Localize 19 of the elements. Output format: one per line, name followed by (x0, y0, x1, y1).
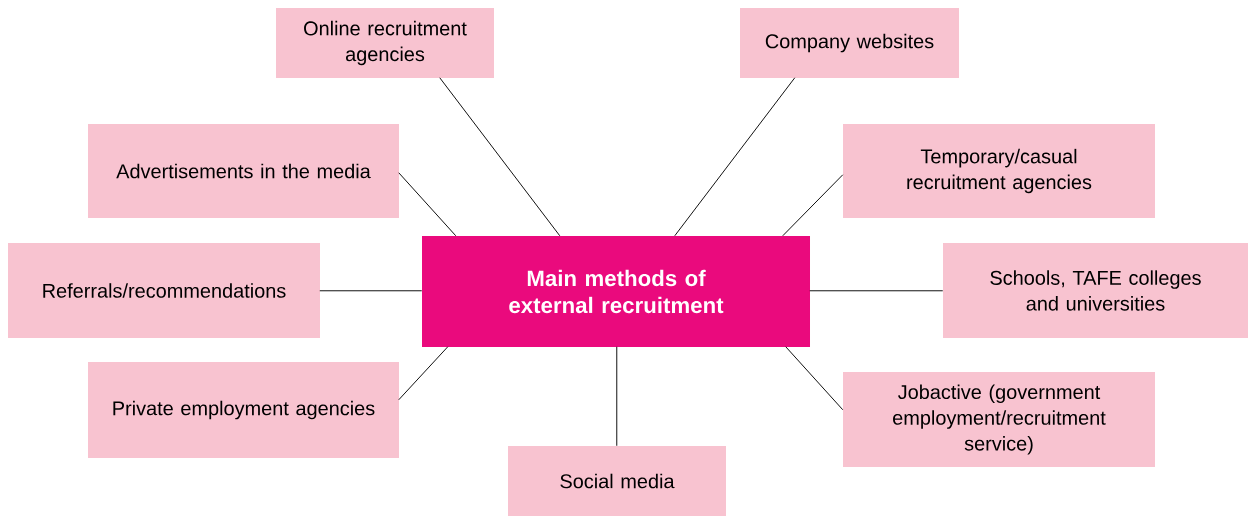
central-box: Main methods of external recruitment (422, 236, 810, 347)
connector-line (785, 346, 844, 411)
connector-line (398, 172, 457, 237)
method-box: Company websites (740, 8, 959, 78)
method-box: Temporary/casual recruitment agencies (843, 124, 1155, 218)
method-box: Referrals/recommendations (8, 243, 320, 338)
method-box: Schools, TAFE colleges and universities (943, 243, 1248, 338)
method-box: Social media (508, 446, 726, 516)
connector-line (674, 77, 796, 237)
connector-line (809, 290, 944, 292)
connector-line (782, 174, 844, 237)
connector-line (439, 77, 561, 237)
method-box: Private employment agencies (88, 362, 399, 458)
connector-line (398, 346, 449, 401)
method-box: Jobactive (government employment/recruitment service) (843, 372, 1155, 467)
method-box: Advertisements in the media (88, 124, 399, 218)
method-box: Online recruitment agencies (276, 8, 494, 78)
connector-line (319, 290, 423, 292)
connector-line (616, 346, 618, 447)
